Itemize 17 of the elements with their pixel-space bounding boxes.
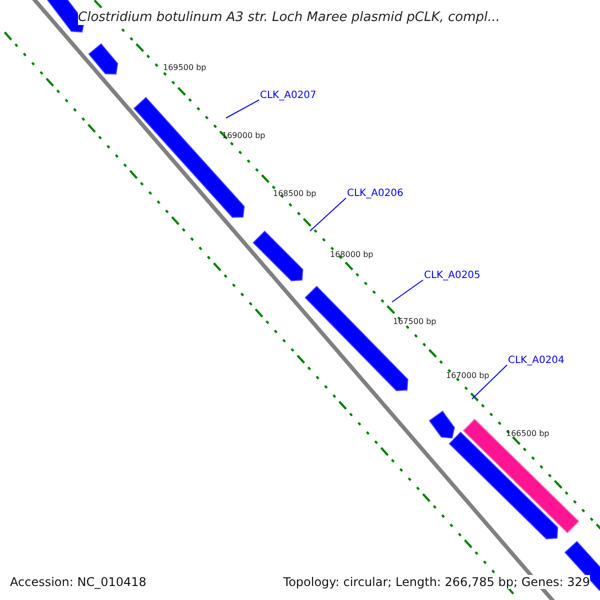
gene-label: CLK_A0207 bbox=[260, 90, 316, 101]
tick-label: 168000 bp bbox=[330, 250, 374, 259]
gene-label: CLK_A0205 bbox=[424, 270, 480, 281]
leader-line bbox=[392, 280, 424, 302]
tick-label: 167500 bp bbox=[393, 317, 436, 326]
leader-line bbox=[472, 364, 508, 400]
tick-label: 168500 bp bbox=[273, 189, 316, 198]
tick-label: 167000 bp bbox=[446, 371, 490, 380]
leader-line bbox=[310, 198, 346, 232]
accession-text: Accession: NC_010418 bbox=[10, 575, 146, 589]
title: Clostridium botulinum A3 str. Loch Maree plasmid pCLK, compl... bbox=[78, 10, 500, 25]
tick-label: 166500 bp bbox=[506, 429, 550, 438]
leader-line bbox=[226, 100, 260, 118]
gene-label: CLK_A0206 bbox=[347, 188, 404, 199]
tick-label: 169500 bp bbox=[163, 63, 206, 72]
gene-label: CLK_A0204 bbox=[508, 355, 564, 366]
genome-info-text: Topology: circular; Length: 266,785 bp; Genes: 329 bbox=[283, 575, 590, 589]
